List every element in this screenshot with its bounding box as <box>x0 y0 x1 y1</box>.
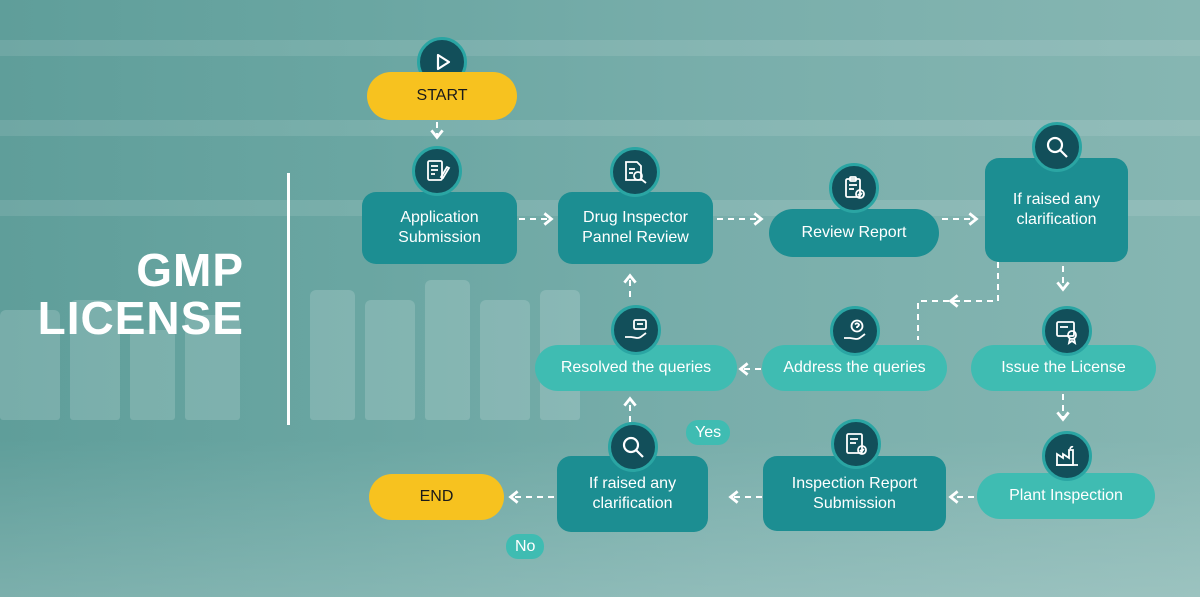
form-pen-icon <box>412 146 462 196</box>
drug-inspector-review-line-2: Pannel Review <box>582 229 689 246</box>
clarification-bottom-line-1: If raised any <box>588 475 677 492</box>
inspection-report-line-1: Inspection Report <box>791 474 918 492</box>
clarification-bottom-line-2: clarification <box>592 495 673 512</box>
hand-chat-icon <box>611 305 661 355</box>
resolved-queries-label: Resolved the queries <box>560 359 712 376</box>
drug-inspector-review-line-1: Drug Inspector <box>583 209 688 226</box>
clarification-top-node: If raised any clarification <box>985 158 1128 262</box>
magnifier-icon <box>1032 122 1082 172</box>
inspection-report-line-2: Submission <box>813 494 896 512</box>
review-report-label: Review Report <box>801 224 907 241</box>
issue-license-label: Issue the License <box>1001 359 1126 376</box>
drug-inspector-review-node: Drug Inspector Pannel Review <box>558 192 713 264</box>
application-submission-line-1: Application <box>400 209 479 226</box>
yes-label: Yes <box>686 420 731 445</box>
no-label: No <box>506 534 545 559</box>
magnifier-icon <box>608 422 658 472</box>
clarification-top-line-2: clarification <box>1016 211 1097 228</box>
title-line-2: LICENSE <box>37 292 244 344</box>
clarification-top-line-1: If raised any <box>1012 191 1101 208</box>
issue-license-node: Issue the License <box>971 345 1156 391</box>
start-node: START <box>367 72 517 120</box>
title-line-1: GMP <box>136 244 244 296</box>
review-report-node: Review Report <box>769 209 939 257</box>
application-submission-node: Application Submission <box>362 192 517 264</box>
plant-inspection-label: Plant Inspection <box>1009 487 1123 504</box>
start-label: START <box>416 87 468 104</box>
page-title: GMP LICENSE <box>38 246 244 342</box>
clipboard-check-icon <box>829 163 879 213</box>
checklist-icon <box>831 419 881 469</box>
end-node: END <box>369 474 504 520</box>
hand-question-icon <box>830 306 880 356</box>
title-divider <box>287 173 290 425</box>
certificate-icon <box>1042 306 1092 356</box>
application-submission-line-2: Submission <box>398 229 481 246</box>
address-queries-label: Address the queries <box>783 359 926 376</box>
document-search-icon <box>610 147 660 197</box>
end-label: END <box>419 488 454 505</box>
factory-icon <box>1042 431 1092 481</box>
